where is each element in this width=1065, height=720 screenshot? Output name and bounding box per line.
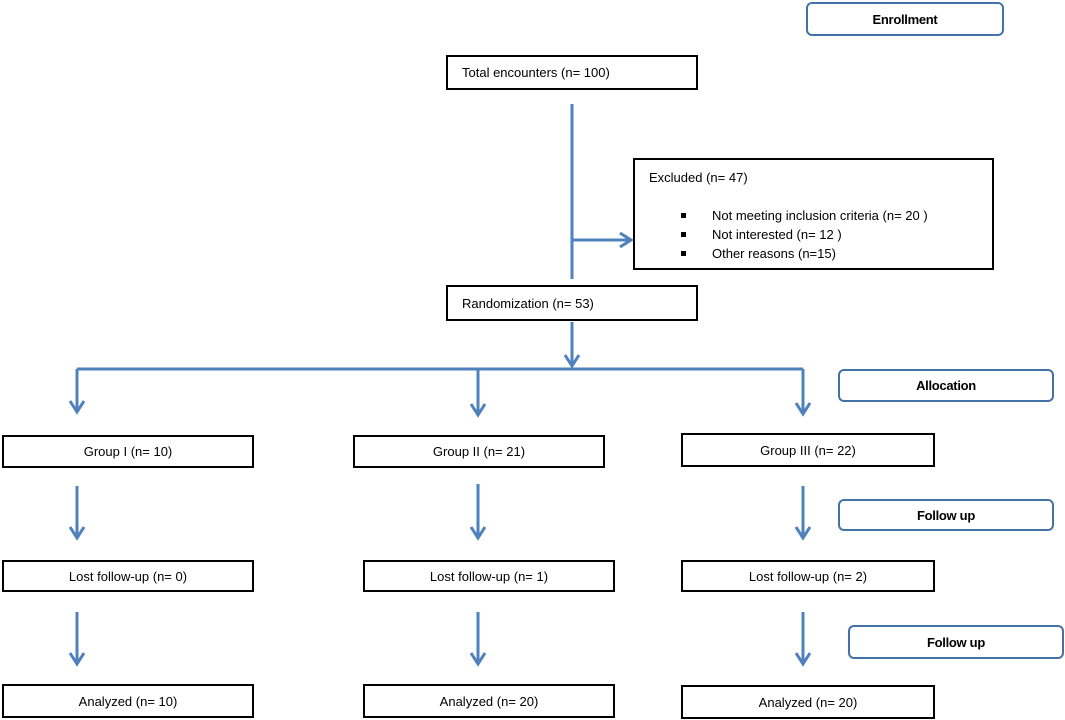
group-1-lost-label: Lost follow-up (n= 0)	[68, 568, 188, 584]
group-3-label: Group III (n= 22)	[760, 442, 856, 458]
group-1-lost-box: Lost follow-up (n= 0)	[2, 560, 254, 592]
group-3-analyzed-label: Analyzed (n= 20)	[758, 694, 858, 710]
group-1-label: Group I (n= 10)	[83, 444, 173, 459]
excluded-reasons-list: Not meeting inclusion criteria (n= 20 ) …	[681, 206, 928, 263]
stage-enrollment: Enrollment	[806, 2, 1004, 36]
group-1-drop-arrowhead-icon	[68, 400, 86, 415]
group-2-analyzed-box: Analyzed (n= 20)	[363, 684, 615, 718]
group-3-lost-box: Lost follow-up (n= 2)	[681, 560, 935, 592]
group-1-analyzed-label: Analyzed (n= 10)	[78, 693, 178, 709]
group-3-analyzed-box: Analyzed (n= 20)	[681, 685, 935, 719]
group-3-box: Group III (n= 22)	[681, 433, 935, 467]
group-2-lost-box: Lost follow-up (n= 1)	[363, 560, 615, 592]
excluded-reason-label: Other reasons (n=15)	[712, 246, 836, 261]
group-2-box: Group II (n= 21)	[353, 435, 605, 468]
excluded-arrowhead-icon	[619, 231, 634, 249]
stage-follow-up-2: Follow up	[848, 625, 1064, 659]
stage-follow-up-1: Follow up	[838, 499, 1054, 531]
group-2-to-analyzed-arrowhead-icon	[469, 652, 487, 667]
group-1-box: Group I (n= 10)	[2, 435, 254, 468]
group-1-to-analyzed-arrowhead-icon	[68, 652, 86, 667]
group-2-to-lost-arrowhead-icon	[469, 526, 487, 541]
stage-allocation: Allocation	[838, 369, 1054, 402]
group-1-analyzed-box: Analyzed (n= 10)	[2, 684, 254, 718]
total-encounters-box: Total encounters (n= 100)	[446, 55, 698, 90]
bullet-icon	[681, 251, 686, 256]
excluded-reason-label: Not interested (n= 12 )	[712, 227, 842, 242]
excluded-reason: Other reasons (n=15)	[681, 244, 928, 263]
bullet-icon	[681, 213, 686, 218]
bullet-icon	[681, 232, 686, 237]
group-3-to-analyzed-arrowhead-icon	[794, 652, 812, 667]
randomization-connector-arrowhead-icon	[563, 354, 581, 369]
group-2-lost-label: Lost follow-up (n= 1)	[429, 568, 549, 584]
excluded-reason: Not interested (n= 12 )	[681, 225, 928, 244]
group-1-to-lost-arrowhead-icon	[68, 526, 86, 541]
group-2-analyzed-label: Analyzed (n= 20)	[439, 693, 539, 709]
group-3-lost-label: Lost follow-up (n= 2)	[748, 568, 868, 584]
group-2-drop-arrowhead-icon	[469, 403, 487, 418]
excluded-title: Excluded (n= 47)	[649, 170, 748, 185]
excluded-reason: Not meeting inclusion criteria (n= 20 )	[681, 206, 928, 225]
total-encounters-label: Total encounters (n= 100)	[462, 65, 610, 80]
randomization-box: Randomization (n= 53)	[446, 285, 698, 321]
group-3-to-lost-arrowhead-icon	[794, 526, 812, 541]
excluded-reason-label: Not meeting inclusion criteria (n= 20 )	[712, 208, 928, 223]
group-3-drop-arrowhead-icon	[794, 402, 812, 417]
excluded-box: Excluded (n= 47) Not meeting inclusion c…	[633, 158, 994, 270]
group-2-label: Group II (n= 21)	[432, 444, 526, 459]
randomization-label: Randomization (n= 53)	[462, 295, 594, 311]
